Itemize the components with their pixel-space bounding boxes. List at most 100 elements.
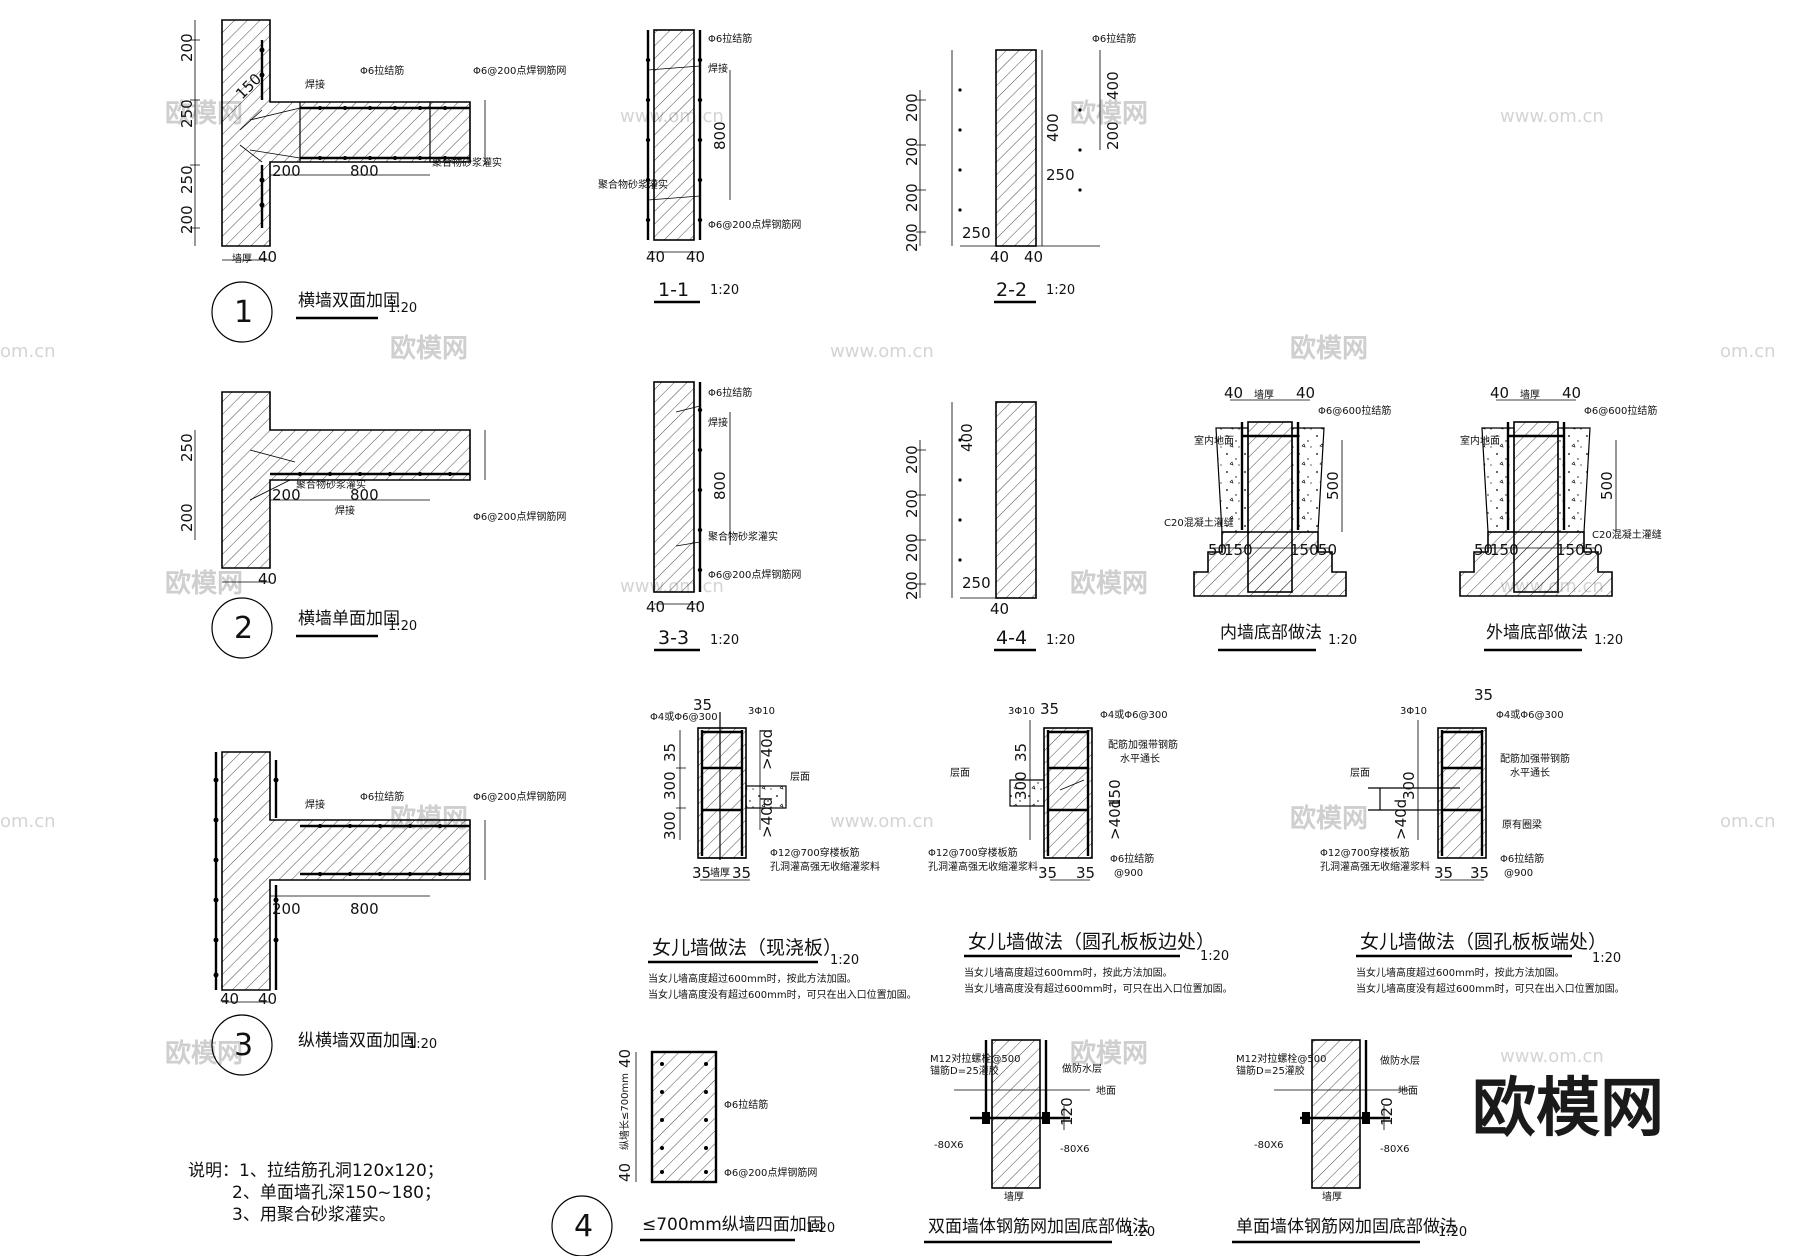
svg-text:焊接: 焊接: [708, 416, 728, 429]
svg-text:500: 500: [1598, 471, 1616, 500]
detail-1-number: 1: [234, 295, 253, 330]
svg-text:当女儿墙高度超过600mm时，按此方法加固。: 当女儿墙高度超过600mm时，按此方法加固。: [648, 972, 857, 985]
svg-text:50: 50: [1208, 541, 1227, 559]
svg-text:地面: 地面: [1096, 1084, 1116, 1097]
svg-text:焊接: 焊接: [708, 62, 728, 75]
section-2-2-title: 2-2: [996, 279, 1027, 301]
watermark-layer: 欧模网 欧模网 欧模网 欧模网 欧模网 欧模网 欧模网 欧模网 欧模网 欧模网 …: [0, 98, 1776, 1069]
wm-brand: 欧模网: [1070, 98, 1148, 129]
svg-text:35: 35: [1076, 864, 1095, 882]
svg-text:200: 200: [903, 489, 921, 518]
svg-text:300: 300: [661, 771, 679, 800]
svg-text:Φ12@700穿楼板筋: Φ12@700穿楼板筋: [1320, 846, 1410, 859]
section-2-2: 200 200 200 200 400 400 200 250 250 40 4…: [903, 32, 1136, 304]
svg-text:@900: @900: [1114, 868, 1143, 879]
svg-text:3Φ10: 3Φ10: [1400, 706, 1427, 717]
svg-text:聚合物砂浆灌实: 聚合物砂浆灌实: [296, 478, 366, 491]
svg-text:地面: 地面: [1398, 1084, 1418, 1097]
svg-text:300: 300: [1400, 771, 1418, 800]
section-3-3: 800 40 40 Φ6拉结筋 焊接 聚合物砂浆灌实 Φ6@200点焊钢筋网 3…: [646, 381, 801, 652]
wm-brand: 欧模网: [165, 568, 243, 599]
svg-text:400: 400: [1104, 71, 1122, 100]
svg-text:Φ12@700穿楼板筋: Φ12@700穿楼板筋: [770, 846, 860, 859]
detail-2-title: 横墙单面加固: [298, 609, 400, 629]
svg-text:1:20: 1:20: [830, 953, 859, 968]
svg-text:40: 40: [258, 248, 277, 266]
svg-text:200: 200: [1104, 121, 1122, 150]
svg-text:Φ6拉结筋: Φ6拉结筋: [1092, 32, 1136, 45]
svg-text:3Φ10: 3Φ10: [748, 706, 775, 717]
svg-text:800: 800: [350, 162, 379, 180]
wm-brand: 欧模网: [390, 333, 468, 364]
svg-text:Φ6@600拉结筋: Φ6@600拉结筋: [1584, 404, 1657, 417]
wm-brand: 欧模网: [1070, 568, 1148, 599]
svg-text:>40d: >40d: [758, 797, 776, 838]
svg-text:800: 800: [350, 900, 379, 918]
svg-text:40: 40: [258, 570, 277, 588]
svg-text:Φ6@200点焊钢筋网: Φ6@200点焊钢筋网: [708, 568, 801, 581]
svg-text:Φ6@200点焊钢筋网: Φ6@200点焊钢筋网: [473, 790, 566, 803]
svg-text:孔洞灌高强无收缩灌浆料: 孔洞灌高强无收缩灌浆料: [1320, 860, 1430, 873]
svg-text:3Φ10: 3Φ10: [1008, 706, 1035, 717]
svg-text:40: 40: [990, 600, 1009, 618]
svg-text:Φ4或Φ6@300: Φ4或Φ6@300: [1496, 709, 1564, 721]
detail-4: 40 40 纵墙长≤700mm Φ6拉结筋 Φ6@200点焊钢筋网 4 ≤700…: [551, 1049, 835, 1257]
outer-wall-base: 40 40 500 50 150 150 50 墙厚 Φ6@600拉结筋 室内地…: [1459, 384, 1662, 652]
svg-text:层面: 层面: [1350, 767, 1370, 779]
detail-4-title: ≤700mm纵墙四面加固: [642, 1215, 824, 1235]
svg-text:200: 200: [903, 445, 921, 474]
svg-text:200: 200: [272, 162, 301, 180]
svg-text:40: 40: [1490, 384, 1509, 402]
svg-text:配筋加强带钢筋: 配筋加强带钢筋: [1500, 752, 1570, 765]
svg-text:Φ6@200点焊钢筋网: Φ6@200点焊钢筋网: [473, 510, 566, 523]
section-4-4-title: 4-4: [996, 627, 1027, 649]
svg-text:40: 40: [258, 990, 277, 1008]
svg-text:纵墙长≤700mm: 纵墙长≤700mm: [618, 1073, 631, 1150]
svg-text:-80X6: -80X6: [1060, 1144, 1090, 1155]
svg-text:40: 40: [1024, 248, 1043, 266]
svg-text:聚合物砂浆灌实: 聚合物砂浆灌实: [708, 530, 778, 543]
svg-text:35: 35: [661, 743, 679, 762]
svg-text:3、用聚合砂浆灌实。: 3、用聚合砂浆灌实。: [232, 1205, 396, 1225]
svg-text:40: 40: [990, 248, 1009, 266]
svg-text:Φ6拉结筋: Φ6拉结筋: [724, 1098, 768, 1111]
svg-text:室内地面: 室内地面: [1194, 434, 1234, 447]
svg-text:>40d: >40d: [1392, 799, 1410, 840]
svg-text:1:20: 1:20: [710, 633, 739, 648]
wm-site: om.cn: [1720, 811, 1776, 832]
svg-text:Φ6@200点焊钢筋网: Φ6@200点焊钢筋网: [473, 64, 566, 77]
svg-text:40: 40: [1224, 384, 1243, 402]
base-double-title: 双面墙体钢筋网加固底部做法: [928, 1217, 1149, 1237]
svg-text:250: 250: [178, 433, 196, 462]
svg-text:当女儿墙高度没有超过600mm时，可只在出入口位置加固。: 当女儿墙高度没有超过600mm时，可只在出入口位置加固。: [648, 988, 917, 1001]
svg-text:当女儿墙高度没有超过600mm时，可只在出入口位置加固。: 当女儿墙高度没有超过600mm时，可只在出入口位置加固。: [1356, 982, 1625, 995]
svg-text:200: 200: [903, 533, 921, 562]
section-1-1-title: 1-1: [658, 279, 689, 301]
svg-text:1:20: 1:20: [1200, 949, 1229, 964]
svg-text:墙厚: 墙厚: [1520, 388, 1540, 401]
svg-text:250: 250: [1046, 166, 1075, 184]
svg-text:200: 200: [178, 33, 196, 62]
svg-text:Φ6拉结筋: Φ6拉结筋: [1110, 852, 1154, 865]
svg-text:1:20: 1:20: [1126, 1225, 1155, 1240]
parapet-hollow-end: 35 300 >40d 35 35 3Φ10 Φ4或Φ6@300 配筋加强带钢筋…: [1320, 686, 1625, 995]
svg-text:35: 35: [1474, 686, 1493, 704]
svg-text:当女儿墙高度超过600mm时，按此方法加固。: 当女儿墙高度超过600mm时，按此方法加固。: [964, 966, 1173, 979]
svg-text:150: 150: [1106, 779, 1124, 808]
svg-text:Φ6拉结筋: Φ6拉结筋: [708, 32, 752, 45]
svg-text:40: 40: [1562, 384, 1581, 402]
svg-text:焊接: 焊接: [335, 504, 355, 517]
svg-text:焊接: 焊接: [305, 798, 325, 811]
base-single-title: 单面墙体钢筋网加固底部做法: [1236, 1217, 1457, 1237]
svg-text:1:20: 1:20: [408, 1037, 437, 1052]
svg-text:1:20: 1:20: [710, 283, 739, 298]
wm-site: om.cn: [0, 341, 56, 362]
svg-text:300: 300: [1012, 771, 1030, 800]
svg-text:层面: 层面: [950, 767, 970, 779]
inner-wall-base: 40 40 500 50 150 150 50 墙厚 Φ6@600拉结筋 室内地…: [1164, 384, 1391, 652]
svg-text:50: 50: [1584, 541, 1603, 559]
detail-1: 200 250 250 200 200 800 40 150 焊接 Φ6拉结筋 …: [178, 19, 566, 343]
detail-2: 250 200 200 800 40 聚合物砂浆灌实 焊接 Φ6@200点焊钢筋…: [178, 391, 566, 659]
svg-text:400: 400: [1044, 113, 1062, 142]
